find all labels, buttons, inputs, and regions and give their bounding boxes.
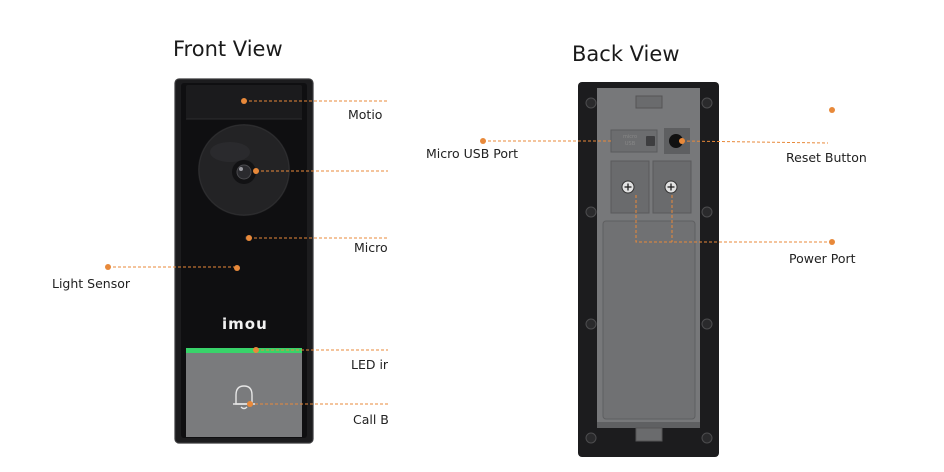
power-port-left [610,160,650,214]
mounting-holes [585,97,713,444]
power-port-label: Power Port [789,251,856,266]
front-leader-dots [105,98,259,407]
front-view-title: Front View [173,37,283,61]
front-device [174,78,314,444]
back-view-title: Back View [572,42,680,66]
led-label-box: LED ir [351,357,388,375]
motion-sensor-label: Motio [348,107,383,122]
reset-button-label: Reset Button [786,150,867,165]
screw-icon [621,180,635,194]
back-device [578,82,719,457]
light-sensor-label: Light Sensor [52,276,131,291]
micro-usb-label: Micro USB Port [426,146,519,161]
usb-marking-bottom: USB [624,141,636,147]
call-label-box: Call B [353,412,388,430]
call-button-panel [186,353,302,437]
mic-label-box: Micro [354,240,388,258]
front-leader-lines [108,100,388,405]
motion-label-box: Motio [348,107,388,125]
led-indicator-label: LED ir [351,357,388,372]
brand-logo: imou [222,315,268,333]
led-indicator [186,348,302,353]
battery-cover [602,220,696,420]
usb-marking-top: micro [622,134,637,140]
back-leader-lines [483,140,832,243]
microphone-label: Micro [354,240,388,255]
back-leader-dots [480,107,835,245]
screw-icon [664,180,678,194]
call-button-label: Call B [353,412,388,427]
